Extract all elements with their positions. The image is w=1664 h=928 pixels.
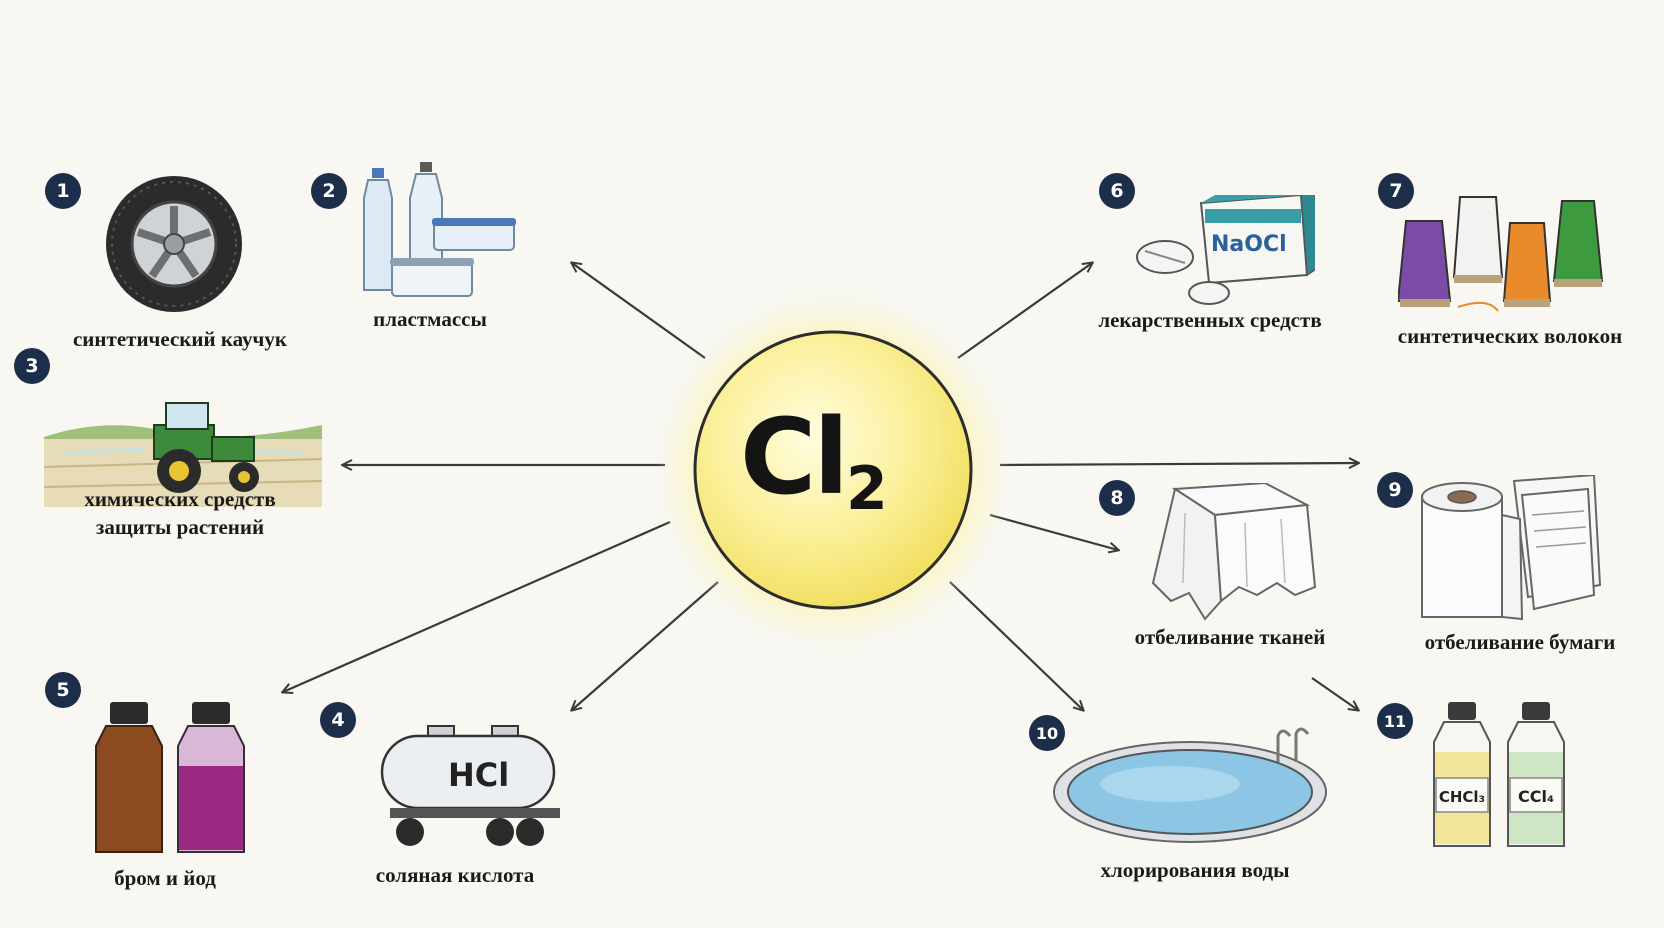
label-8: отбеливание тканей (1134, 625, 1326, 649)
arrow-to-10 (949, 581, 1083, 710)
tire-icon (106, 176, 242, 312)
thread-spools-icon (1398, 196, 1604, 312)
plastic-bottles-icon (363, 162, 516, 297)
label-7: синтетических волокон (1397, 324, 1623, 348)
badge-2: 2 (311, 173, 347, 209)
arrow-to-2 (572, 263, 706, 359)
tanker-icon: HCl (380, 725, 560, 846)
badge-7: 7 (1378, 173, 1414, 209)
flasks-icon: CHCl₃ CCl₄ (1433, 702, 1565, 847)
pool-icon (1053, 727, 1327, 843)
pills-box-icon: NaOCl (1136, 195, 1315, 305)
arrow-to-8 (989, 513, 1118, 550)
label-9: отбеливание бумаги (1424, 630, 1616, 654)
bottles-icon (95, 702, 245, 853)
label-10: хлорирования воды (1100, 858, 1290, 882)
arrow-to-5 (283, 520, 671, 692)
badge-4: 4 (320, 702, 356, 738)
label-1: синтетический каучук (72, 327, 288, 351)
badge-8: 8 (1099, 480, 1135, 516)
arrow-to-9 (999, 463, 1358, 465)
label-5: бром и йод (114, 866, 216, 890)
label-6: лекарственных средств (1098, 308, 1322, 332)
badge-11: 11 (1377, 703, 1413, 739)
arrow-to-4 (572, 581, 719, 710)
flask-ccl4-text: CCl₄ (1518, 787, 1554, 806)
chlorine-sphere (693, 330, 973, 610)
badge-5: 5 (45, 672, 81, 708)
chlorine-formula: Cl2 (740, 396, 888, 524)
arrow-to-6 (957, 263, 1092, 359)
box-naocl-text: NaOCl (1211, 232, 1287, 257)
badge-9: 9 (1377, 472, 1413, 508)
badge-1: 1 (45, 173, 81, 209)
tank-hcl-text: HCl (448, 756, 509, 794)
paper-roll-icon (1421, 475, 1602, 621)
arrow-to-11 (1311, 677, 1358, 710)
label-4: соляная кислота (375, 863, 535, 887)
tractor-icon (44, 402, 322, 507)
badge-6: 6 (1099, 173, 1135, 209)
label-2: пластмассы (373, 307, 487, 331)
tablecloth-icon (1151, 483, 1317, 621)
flask-chcl3-text: CHCl₃ (1439, 788, 1485, 806)
badge-3: 3 (14, 348, 50, 384)
badge-10: 10 (1029, 715, 1065, 751)
